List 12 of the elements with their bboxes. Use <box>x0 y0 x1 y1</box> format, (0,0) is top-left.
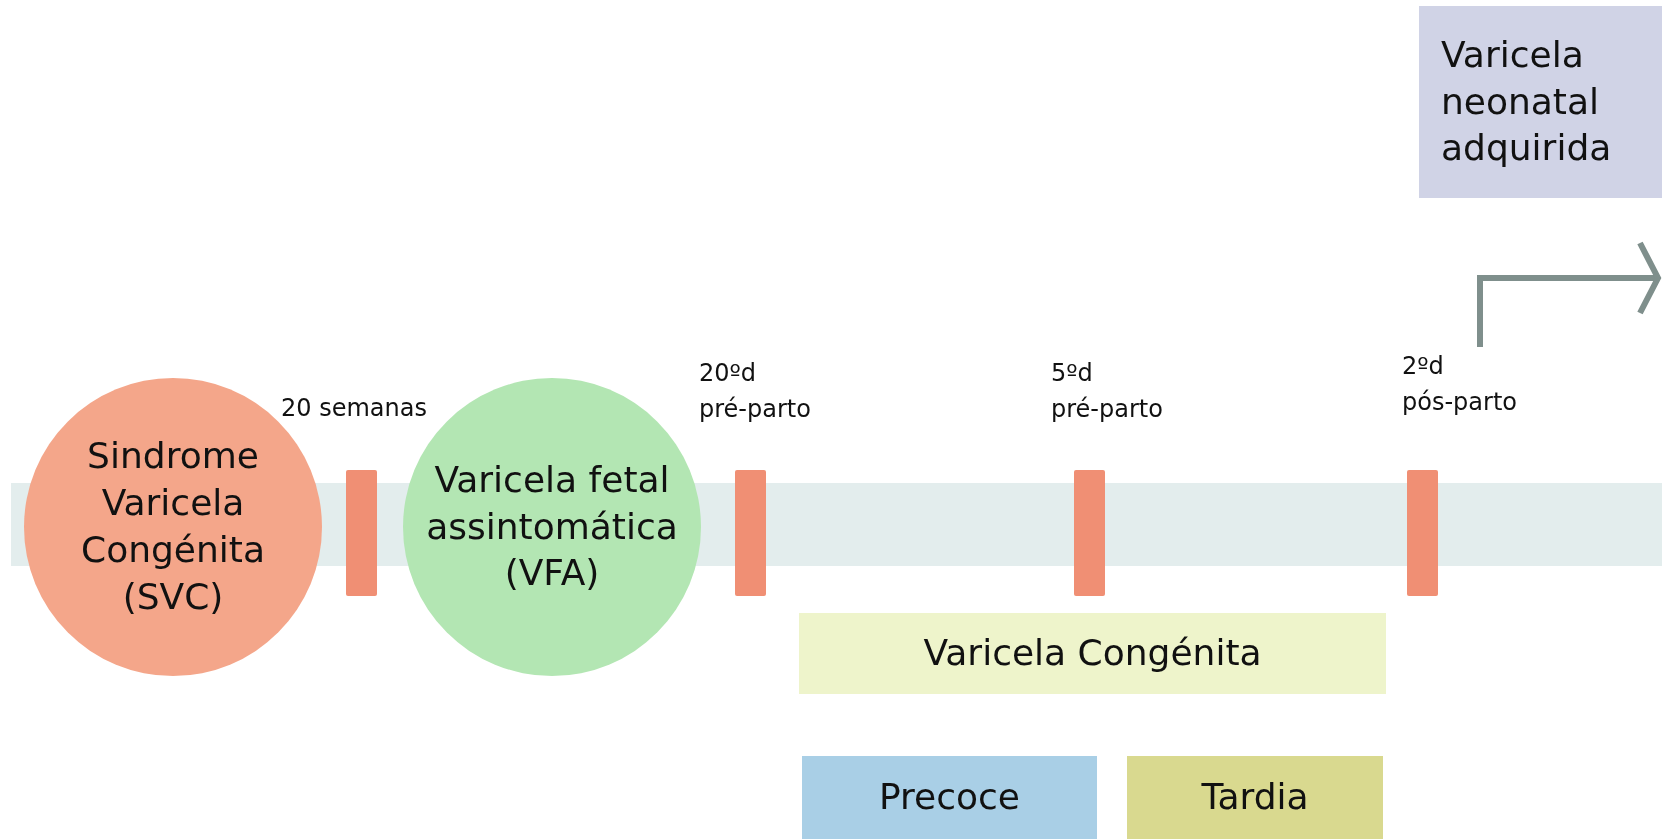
timeline-marker <box>346 470 377 596</box>
stage-box: Varicela neonatal adquirida <box>1419 6 1662 198</box>
stage-box: Tardia <box>1127 756 1383 839</box>
stage-box: Varicela Congénita <box>799 613 1386 694</box>
marker-label: 5ºd pré-parto <box>1051 358 1163 425</box>
marker-label: 2ºd pós-parto <box>1402 351 1517 418</box>
timeline-marker <box>735 470 766 596</box>
timeline-marker <box>1074 470 1105 596</box>
marker-label: 20ºd pré-parto <box>699 358 811 425</box>
marker-label: 20 semanas <box>281 393 427 424</box>
timeline-marker <box>1407 470 1438 596</box>
stage-box: Precoce <box>802 756 1097 839</box>
